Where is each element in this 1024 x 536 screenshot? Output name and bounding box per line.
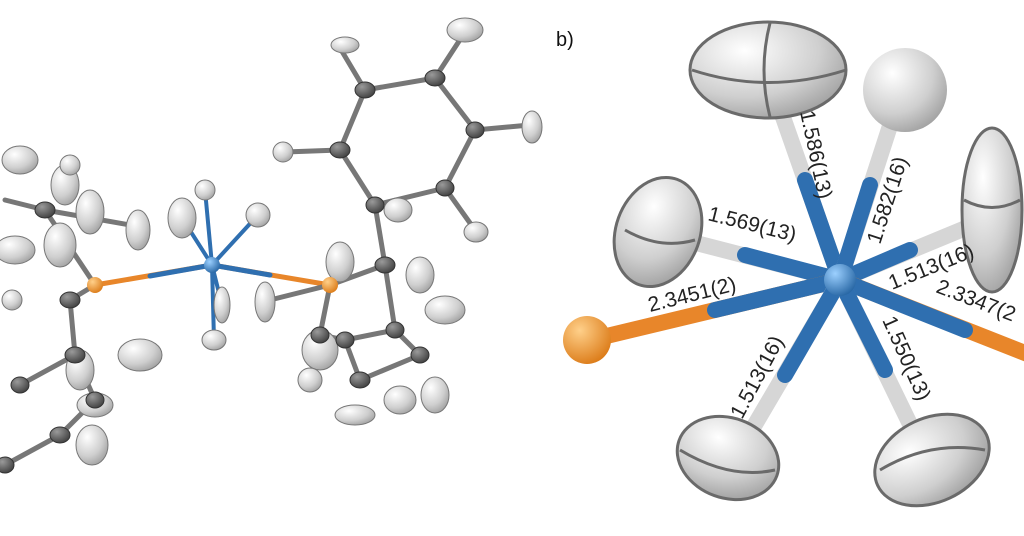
coordination-closeup: 1.586(13) 1.582(16) 1.569(13) 1.513(16) … [563,20,1024,508]
phosphorus-atom-closeup [563,316,611,364]
ellipsoid-right [960,126,1024,294]
metal-atom [204,257,220,273]
sphere-top-right [863,48,947,132]
phosphorus-atom-left [87,277,103,293]
phosphorus-atom-right [322,277,338,293]
hydrogen-ellipsoids [612,20,1024,508]
hydrogen-atoms [0,17,543,466]
molecule-overview [0,17,543,474]
ellipsoid-principal-axes [624,22,1021,474]
bond-label-left: 1.569(13) [706,203,799,247]
carbon-atoms [0,69,485,474]
ellipsoid-left [612,175,704,289]
ellipsoid-bottom-right [873,412,991,508]
metal-atom-closeup [824,264,856,296]
panel-b-label: b) [556,29,574,51]
ellipsoid-bottom-left [675,414,781,502]
